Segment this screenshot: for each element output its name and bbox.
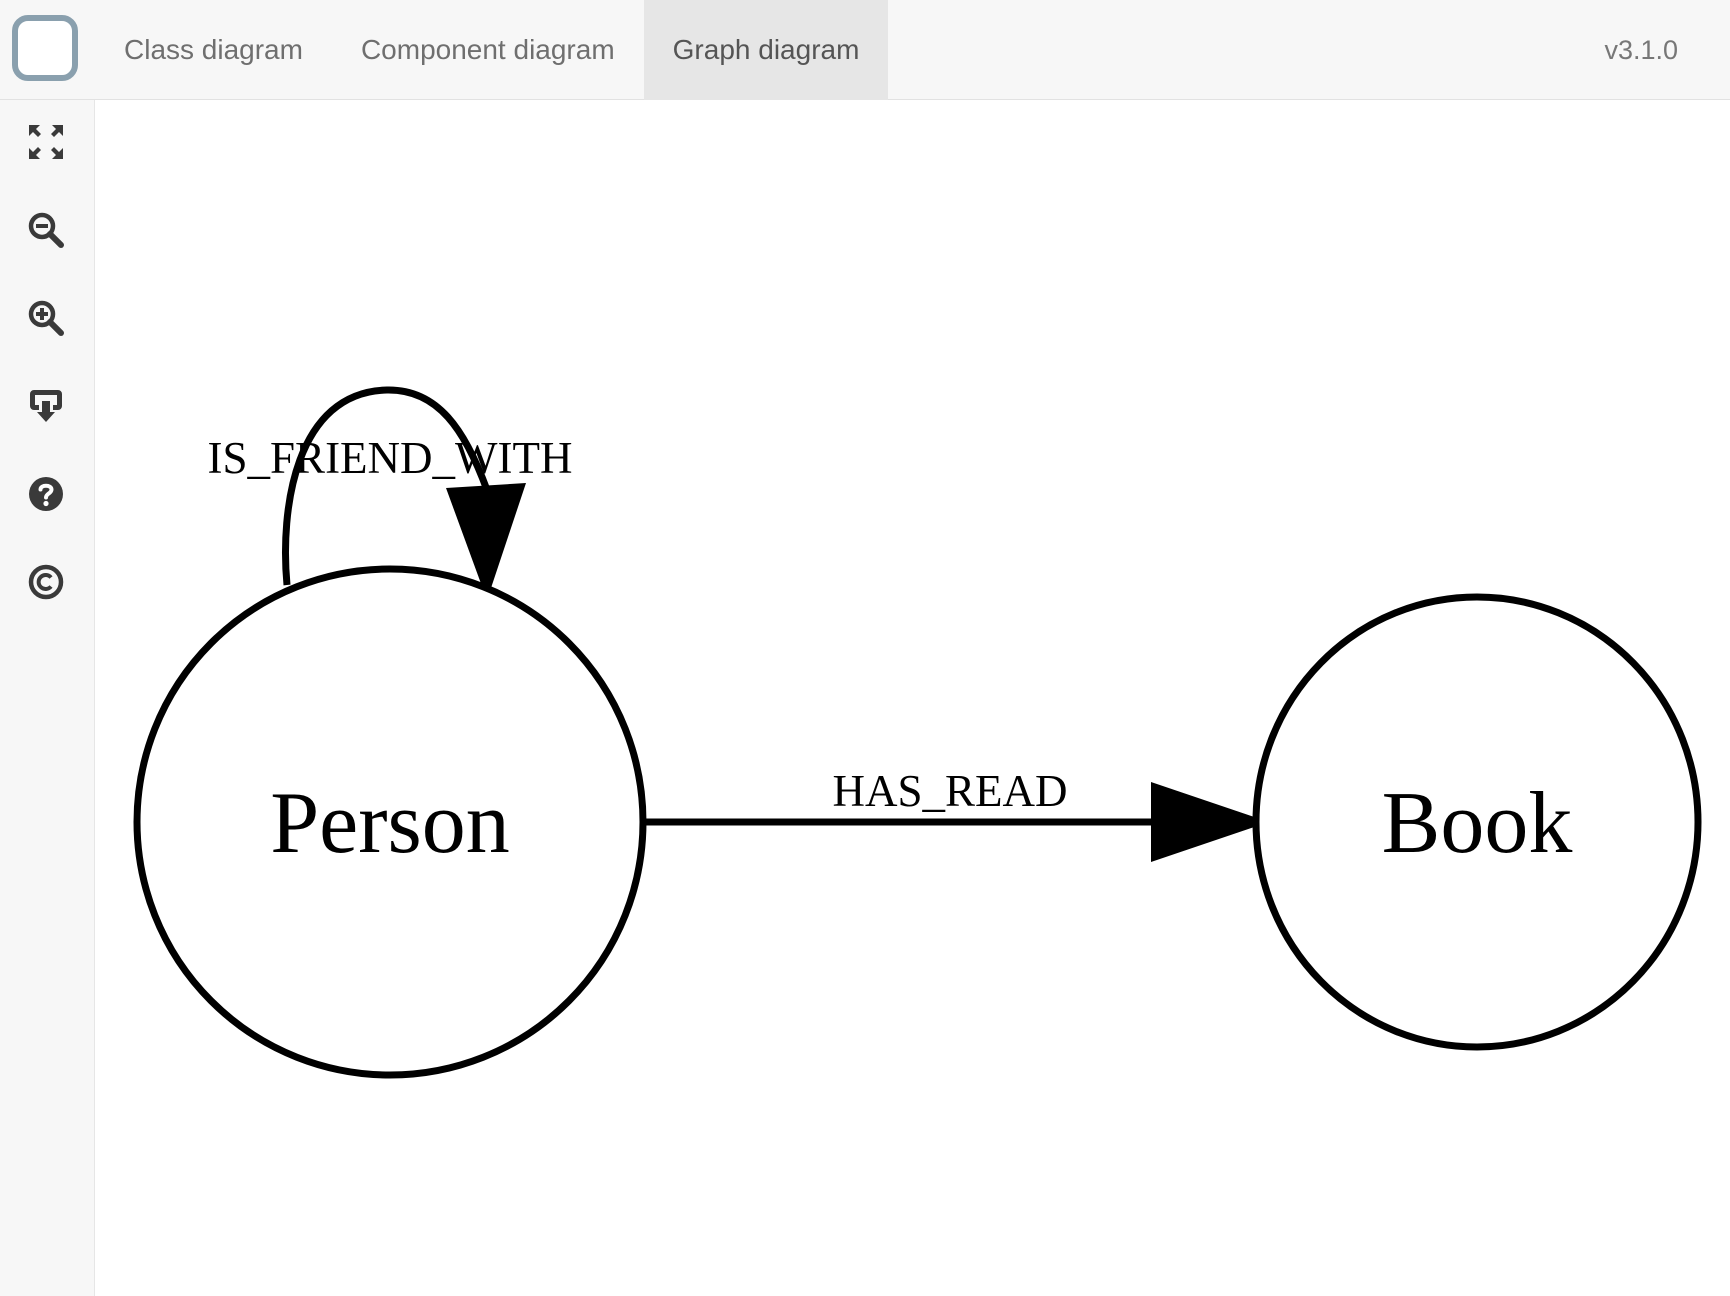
zoom-in-icon bbox=[28, 300, 64, 336]
version-label: v3.1.0 bbox=[1604, 35, 1678, 65]
copyright-button[interactable] bbox=[22, 558, 70, 606]
node-label-book: Book bbox=[1382, 775, 1573, 872]
help-icon bbox=[29, 477, 63, 511]
help-button[interactable] bbox=[22, 470, 70, 518]
zoom-out-button[interactable] bbox=[22, 206, 70, 254]
fit-screen-icon bbox=[29, 125, 63, 159]
fit-screen-button[interactable] bbox=[22, 118, 70, 166]
download-button[interactable] bbox=[22, 382, 70, 430]
node-book[interactable] bbox=[1252, 593, 1702, 1051]
toolbar-sidebar bbox=[0, 100, 95, 1296]
diagram-canvas[interactable]: IS_FRIEND_WITH Person HAS_READ Book bbox=[95, 100, 1730, 1296]
node-label-person: Person bbox=[270, 775, 510, 872]
edge-is-friend-with bbox=[282, 386, 491, 586]
edge-is-friend-with-arrowhead bbox=[446, 483, 526, 600]
zoom-out-icon bbox=[28, 212, 64, 248]
tab-component-diagram[interactable]: Component diagram bbox=[360, 34, 615, 65]
diagram-tabs: Class diagram Component diagram Graph di… bbox=[95, 0, 889, 100]
download-icon bbox=[30, 390, 62, 422]
copyright-icon bbox=[28, 564, 64, 600]
tab-class-diagram[interactable]: Class diagram bbox=[124, 34, 303, 65]
zoom-in-button[interactable] bbox=[22, 294, 70, 342]
app-logo[interactable] bbox=[12, 15, 78, 81]
graph-diagram: IS_FRIEND_WITH Person HAS_READ Book bbox=[133, 386, 1702, 1079]
edge-label-is-friend-with: IS_FRIEND_WITH bbox=[208, 433, 573, 483]
node-person[interactable] bbox=[133, 565, 647, 1079]
top-bar: Class diagram Component diagram Graph di… bbox=[0, 0, 1730, 100]
tab-graph-diagram[interactable]: Graph diagram bbox=[643, 0, 889, 100]
edge-has-read-arrowhead bbox=[1151, 782, 1269, 862]
edge-label-has-read: HAS_READ bbox=[832, 766, 1067, 816]
